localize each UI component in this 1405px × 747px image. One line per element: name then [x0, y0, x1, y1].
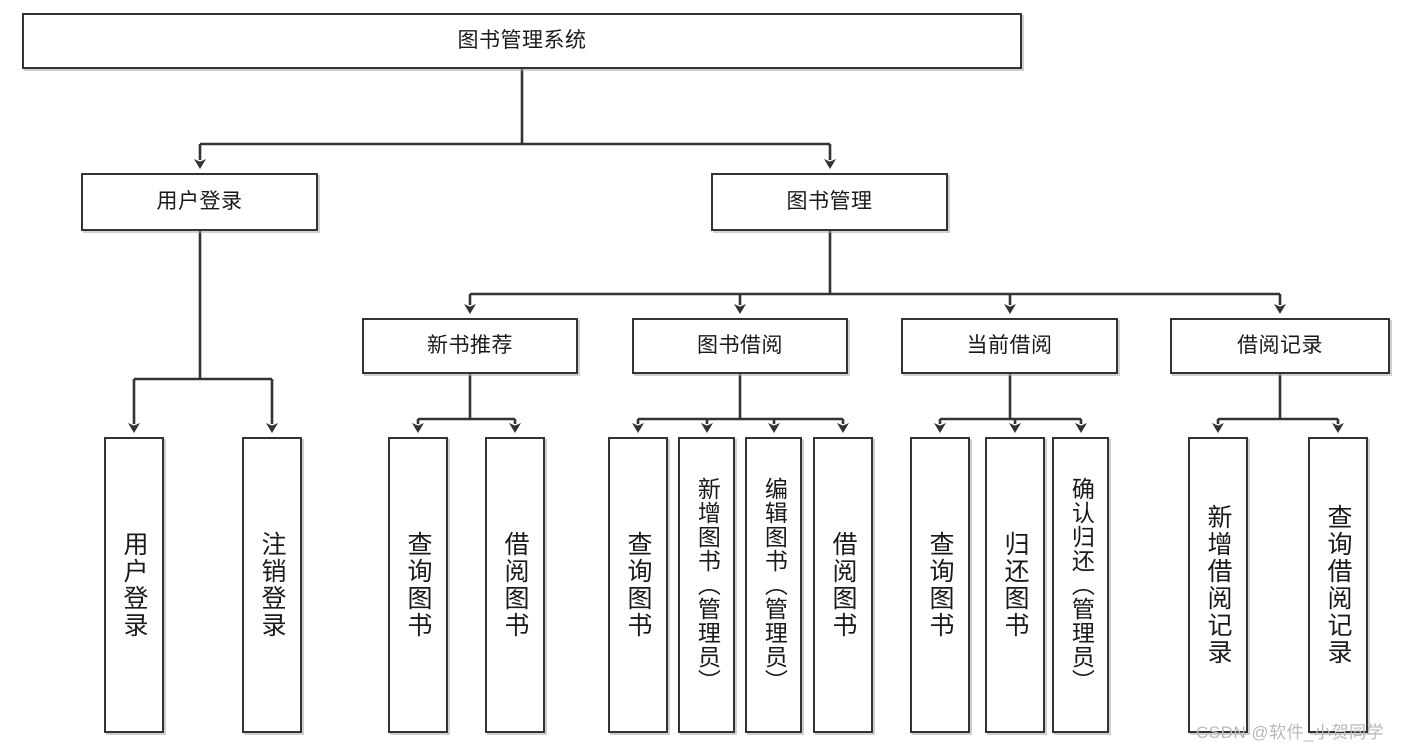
- leaf-return-book-label: 归还图书: [1001, 531, 1029, 639]
- node-current-borrow-label: 当前借阅: [966, 333, 1053, 357]
- leaf-add-borrow-record[interactable]: 新增借阅记录: [1188, 437, 1248, 733]
- leaf-add-borrow-record-label: 新增借阅记录: [1204, 504, 1232, 666]
- leaf-edit-book-label: 编辑图书（管理员）: [761, 477, 788, 693]
- node-book-manage[interactable]: 图书管理: [711, 173, 948, 231]
- leaf-user-login[interactable]: 用户登录: [104, 437, 164, 733]
- leaf-borrow-book[interactable]: 借阅图书: [813, 437, 873, 733]
- leaf-borrow-book-label: 借阅图书: [829, 531, 857, 639]
- node-root-label: 图书管理系统: [457, 28, 587, 52]
- leaf-borrow-book-recommend[interactable]: 借阅图书: [485, 437, 545, 733]
- leaf-query-book-current[interactable]: 查询图书: [910, 437, 970, 733]
- node-book-borrow[interactable]: 图书借阅: [632, 318, 848, 374]
- leaf-query-book-recommend-label: 查询图书: [404, 531, 432, 639]
- node-book-manage-label: 图书管理: [786, 189, 873, 213]
- leaf-query-book-borrow-label: 查询图书: [624, 531, 652, 639]
- leaf-logout-label: 注销登录: [258, 531, 286, 639]
- node-current-borrow[interactable]: 当前借阅: [901, 318, 1118, 374]
- node-borrow-record[interactable]: 借阅记录: [1170, 318, 1390, 374]
- node-root[interactable]: 图书管理系统: [22, 13, 1022, 69]
- leaf-query-book-current-label: 查询图书: [926, 531, 954, 639]
- leaf-return-book[interactable]: 归还图书: [985, 437, 1045, 733]
- leaf-add-book-label: 新增图书（管理员）: [694, 477, 721, 693]
- node-book-borrow-label: 图书借阅: [697, 333, 783, 357]
- node-user-login-label: 用户登录: [156, 189, 243, 213]
- leaf-confirm-return[interactable]: 确认归还（管理员）: [1052, 437, 1109, 733]
- watermark: CSDN @软件_小贺同学: [1196, 723, 1385, 742]
- node-new-book-recommend-label: 新书推荐: [427, 333, 513, 357]
- node-user-login[interactable]: 用户登录: [81, 173, 318, 231]
- leaf-add-book[interactable]: 新增图书（管理员）: [678, 437, 735, 733]
- leaf-query-book-borrow[interactable]: 查询图书: [608, 437, 668, 733]
- leaf-logout[interactable]: 注销登录: [242, 437, 302, 733]
- leaf-user-login-label: 用户登录: [120, 531, 148, 639]
- leaf-edit-book[interactable]: 编辑图书（管理员）: [745, 437, 802, 733]
- leaf-confirm-return-label: 确认归还（管理员）: [1068, 477, 1095, 693]
- leaf-query-borrow-record[interactable]: 查询借阅记录: [1308, 437, 1368, 733]
- leaf-query-borrow-record-label: 查询借阅记录: [1324, 504, 1352, 666]
- node-new-book-recommend[interactable]: 新书推荐: [362, 318, 578, 374]
- leaf-query-book-recommend[interactable]: 查询图书: [388, 437, 448, 733]
- leaf-borrow-book-recommend-label: 借阅图书: [501, 531, 529, 639]
- node-borrow-record-label: 借阅记录: [1237, 333, 1323, 357]
